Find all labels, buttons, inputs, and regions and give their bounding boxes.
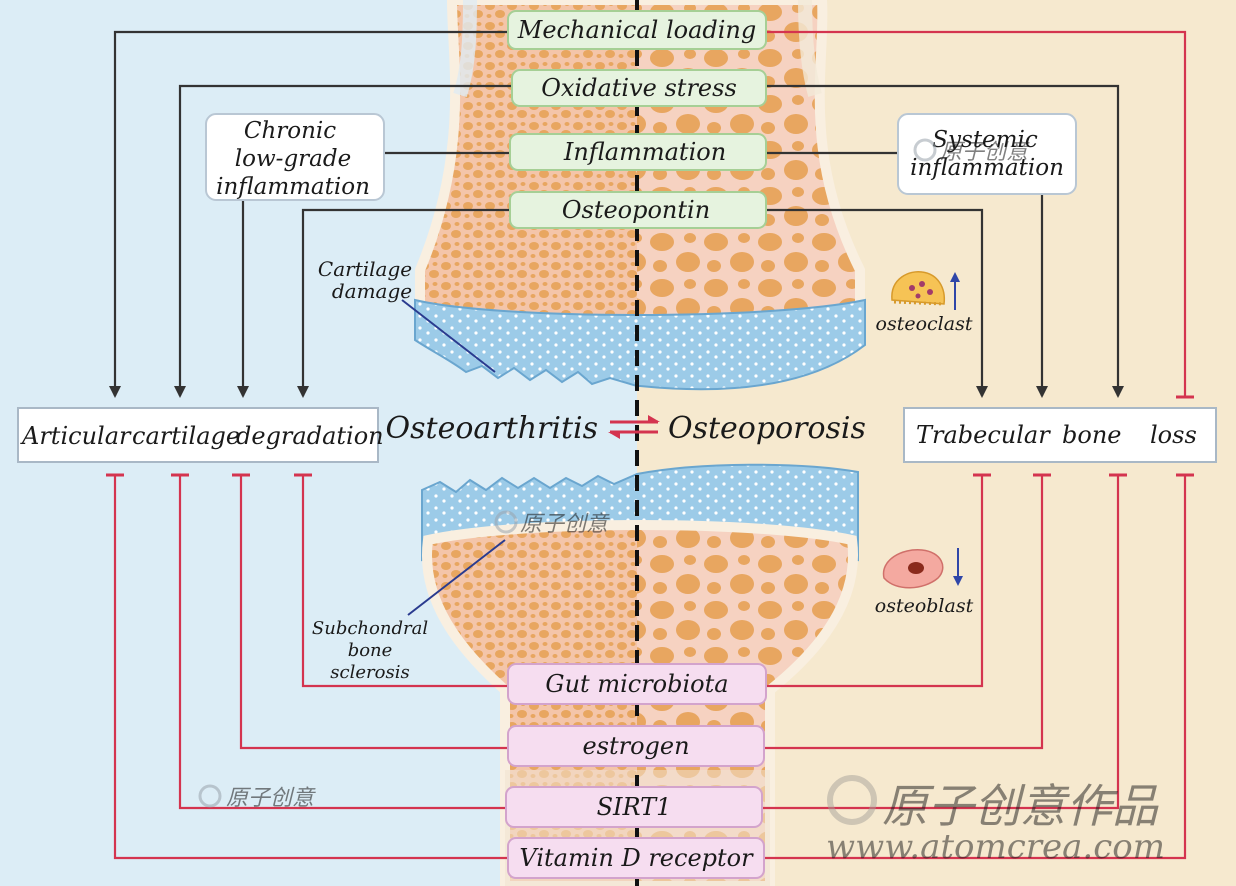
bidirectional-arrows bbox=[608, 415, 660, 439]
box-gut-microbiota: Gut microbiota bbox=[507, 663, 767, 705]
inhibit-line-mech-op bbox=[766, 30, 1187, 396]
upper-bone bbox=[415, 0, 865, 350]
annotation-subchondral-line-3: sclerosis bbox=[330, 662, 409, 683]
outcome-left-word-2: cartilage bbox=[132, 422, 240, 450]
inhibit-line-sirt1-oa bbox=[178, 476, 506, 810]
box-oxidative-stress: Oxidative stress bbox=[511, 69, 767, 107]
label-mechanical-loading: Mechanical loading bbox=[517, 16, 756, 44]
inhibit-line-estrogen-op bbox=[764, 476, 1044, 750]
outcome-right-word-1: Trabecular bbox=[916, 421, 1051, 449]
label-vitamin-d-receptor: Vitamin D receptor bbox=[519, 844, 754, 872]
outcome-left-word-3: degradation bbox=[236, 422, 384, 450]
arrow-head-opn-oa bbox=[297, 386, 309, 398]
box-inflammation: Inflammation bbox=[509, 133, 767, 171]
annotation-osteoblast: osteoblast bbox=[875, 595, 974, 617]
annotation-subchondral-line-1: Subchondral bbox=[312, 618, 428, 639]
box-sirt1: SIRT1 bbox=[505, 786, 763, 828]
annotation-subchondral-line-2: bone bbox=[348, 640, 393, 661]
inhibit-line-gut-oa bbox=[301, 476, 508, 688]
label-gut-microbiota: Gut microbiota bbox=[545, 670, 728, 698]
box-trabecular-bone-loss: Trabecular bone loss bbox=[903, 407, 1217, 463]
outcome-right-word-3: loss bbox=[1150, 421, 1197, 449]
inhibit-connectors bbox=[106, 30, 1194, 860]
promote-connectors bbox=[109, 30, 1124, 398]
osteoclast-icon bbox=[891, 270, 946, 306]
label-osteopontin: Osteopontin bbox=[562, 196, 710, 224]
label-estrogen: estrogen bbox=[582, 732, 689, 760]
title-osteoarthritis: Osteoarthritis bbox=[386, 411, 598, 446]
chronic-line-1: Chronic bbox=[244, 118, 336, 144]
chronic-line-2: low-grade bbox=[235, 146, 351, 172]
inhibit-line-gut-op bbox=[766, 476, 984, 688]
watermark-url: www.atomcrea.com bbox=[826, 827, 1165, 867]
box-osteopontin: Osteopontin bbox=[509, 191, 767, 229]
arrow-head-ox-oa bbox=[174, 386, 186, 398]
systemic-line-1: Systemic bbox=[932, 127, 1038, 153]
inhibit-line-vdr-op bbox=[764, 476, 1187, 860]
annotation-osteoclast: osteoclast bbox=[876, 313, 973, 335]
box-estrogen: estrogen bbox=[507, 725, 765, 767]
box-mechanical-loading: Mechanical loading bbox=[507, 10, 767, 50]
box-systemic-inflammation: Systemic inflammation bbox=[897, 113, 1077, 195]
promote-line-opn-oa bbox=[301, 208, 510, 396]
promote-line-ox-oa bbox=[178, 84, 512, 396]
upper-cartilage bbox=[414, 298, 866, 391]
title-osteoporosis: Osteoporosis bbox=[668, 411, 866, 446]
watermark-large: 原子创意作品 www.atomcrea.com bbox=[826, 775, 1165, 867]
chronic-line-3: inflammation bbox=[216, 174, 370, 200]
watermark-text-2: 原子创意 bbox=[520, 512, 610, 537]
watermark-small-2: 原子创意 bbox=[494, 510, 610, 537]
promote-line-ox-op bbox=[766, 84, 1120, 396]
systemic-line-2: inflammation bbox=[910, 155, 1064, 181]
osteoblast-down-arrow bbox=[953, 548, 963, 586]
box-vitamin-d-receptor: Vitamin D receptor bbox=[507, 837, 765, 879]
subchondral-pointer bbox=[407, 539, 506, 616]
label-oxidative-stress: Oxidative stress bbox=[541, 74, 737, 102]
box-chronic-inflammation: Chronic low-grade inflammation bbox=[205, 113, 385, 201]
outcome-right-word-2: bone bbox=[1062, 421, 1121, 449]
promote-line-opn-op bbox=[766, 208, 984, 396]
watermark-text-3: 原子创意 bbox=[226, 786, 316, 811]
arrow-head-opn-op bbox=[976, 386, 988, 398]
arrow-head-systemic-op bbox=[1036, 386, 1048, 398]
watermark-brand-large: 原子创意作品 bbox=[882, 779, 1159, 833]
osteoblast-icon bbox=[882, 549, 944, 589]
osteoclast-up-arrow bbox=[950, 272, 960, 310]
annotation-cartilage-line-2: damage bbox=[332, 279, 412, 303]
outcome-left-word-1: Articular bbox=[20, 422, 132, 450]
watermark-small-1: 原子创意 bbox=[913, 138, 1030, 165]
label-inflammation: Inflammation bbox=[563, 138, 726, 166]
arrow-head-ox-op bbox=[1112, 386, 1124, 398]
box-articular-cartilage-degradation: Articular cartilage degradation bbox=[17, 407, 384, 463]
arrow-head-chronic-oa bbox=[237, 386, 249, 398]
annotation-cartilage-line-1: Cartilage bbox=[318, 257, 412, 281]
watermark-text-1: 原子创意 bbox=[940, 140, 1030, 165]
promote-line-mech-oa bbox=[113, 30, 508, 396]
label-sirt1: SIRT1 bbox=[597, 793, 672, 821]
arrow-head-mech-oa bbox=[109, 386, 121, 398]
watermark-small-3: 原子创意 bbox=[198, 784, 316, 811]
inhibit-line-vdr-oa bbox=[113, 476, 508, 860]
inhibit-line-sirt1-op bbox=[762, 476, 1120, 810]
cartilage-pointer bbox=[401, 299, 496, 373]
inhibit-line-estrogen-oa bbox=[239, 476, 508, 750]
